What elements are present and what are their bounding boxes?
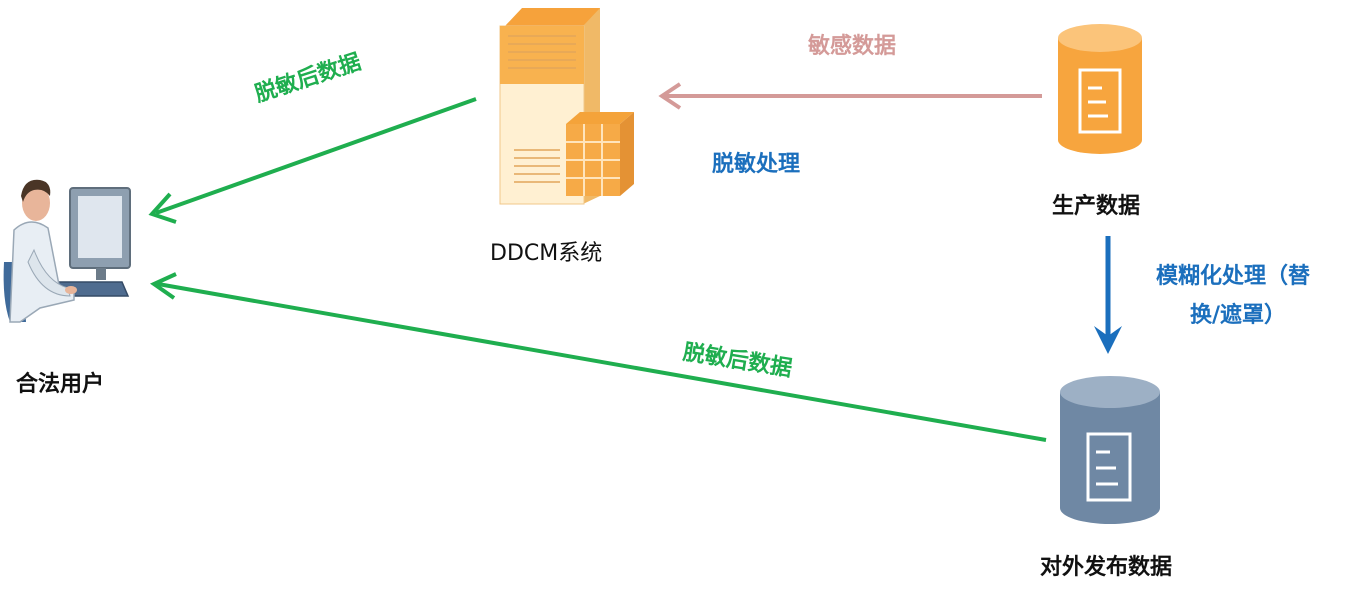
production-database-icon <box>1058 24 1142 154</box>
user-computer-icon <box>3 179 131 323</box>
arrowhead-ddcm-to-user <box>148 192 177 224</box>
production-label: 生产数据 <box>1052 194 1141 219</box>
arrowhead-published-to-user <box>149 272 177 300</box>
published-label: 对外发布数据 <box>1040 555 1173 580</box>
user-label: 合法用户 <box>16 372 105 397</box>
desensitize-label: 脱敏处理 <box>712 152 801 177</box>
arrow-ddcm-to-user <box>155 97 477 215</box>
ddcm-label: DDCM系统 <box>490 241 603 266</box>
published-database-icon <box>1060 376 1160 524</box>
arrow-published-to-user <box>157 282 1047 442</box>
fuzzy-label-line1: 模糊化处理（替 <box>1156 264 1311 289</box>
sensitive-data-label: 敏感数据 <box>808 34 897 59</box>
arrowhead-production-to-published <box>1094 326 1122 354</box>
fuzzy-label-line2: 换/遮罩） <box>1190 303 1287 328</box>
arrowhead-sensitive-data <box>658 82 682 110</box>
server-icon <box>499 8 634 205</box>
